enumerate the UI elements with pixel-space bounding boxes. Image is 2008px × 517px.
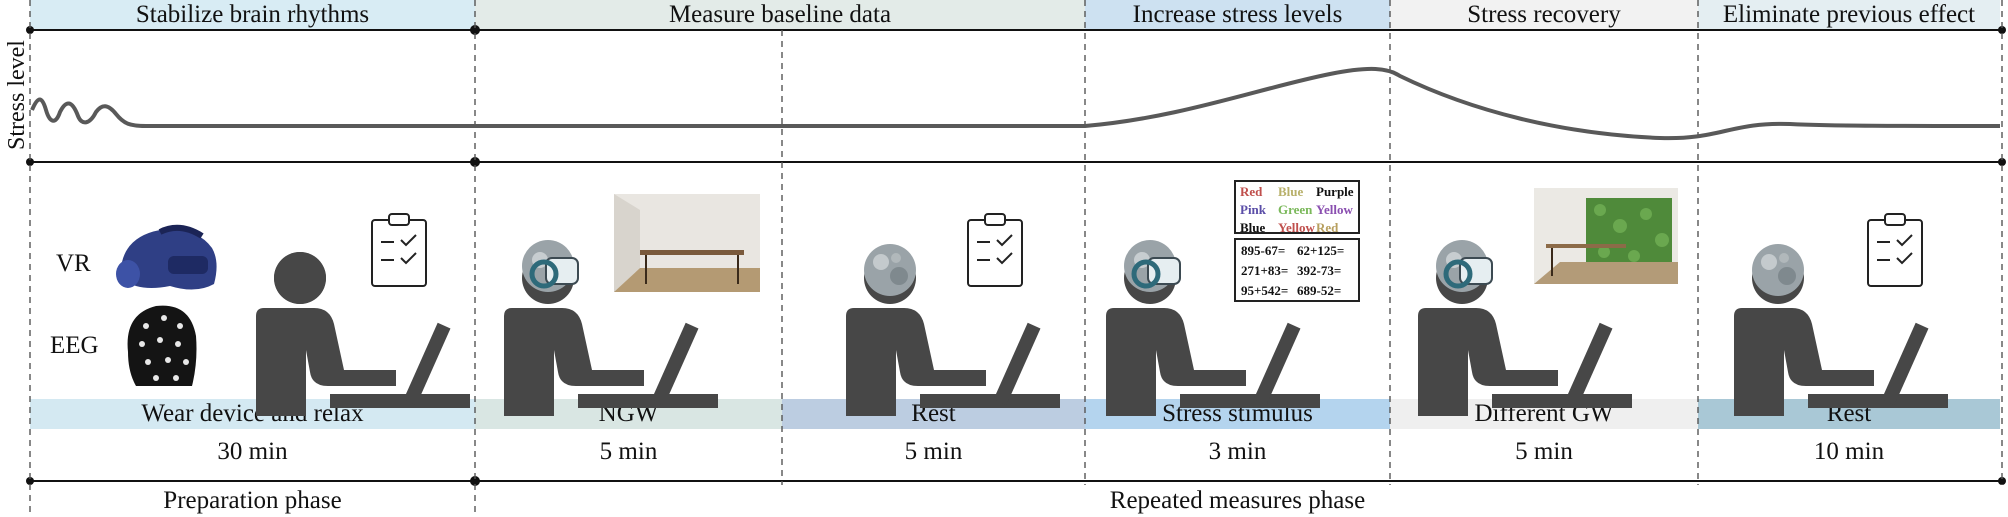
eeg-label: EEG xyxy=(50,332,99,359)
stage-header-baseline: Measure baseline data xyxy=(475,0,1085,30)
math-problem: 895-67= xyxy=(1241,243,1286,258)
ngw-room-image xyxy=(614,194,760,292)
stroop-word: Green xyxy=(1278,202,1313,217)
eeg-cap-image xyxy=(127,305,197,386)
activity-label-relax: Wear device and relax xyxy=(30,399,475,429)
math-problem: 95+542= xyxy=(1241,283,1289,298)
stroop-word: Blue xyxy=(1240,220,1266,235)
math-task-card: 895-67= 62+125= 271+83= 392-73= 95+542= 689… xyxy=(1234,238,1360,302)
stroop-word: Yellow xyxy=(1278,220,1315,235)
clipboard-icon-2 xyxy=(967,213,1023,287)
duration-rest-1: 5 min xyxy=(904,438,963,465)
math-problem: 392-73= xyxy=(1297,263,1342,278)
green-wall-room-image xyxy=(1534,188,1678,284)
stress-curve xyxy=(30,66,2001,141)
stage-header-stabilize: Stabilize brain rhythms xyxy=(30,0,475,30)
math-problem: 689-52= xyxy=(1297,283,1342,298)
activity-label-stress-stimulus: Stress stimulus xyxy=(1085,399,1390,429)
math-problem: 62+125= xyxy=(1297,243,1345,258)
clipboard-icon-3 xyxy=(1867,213,1923,287)
vr-label: VR xyxy=(56,250,91,277)
phase-repeated-measures: Repeated measures phase xyxy=(1109,487,1366,514)
activity-label-ngw: NGW xyxy=(475,399,782,429)
vr-headset-image xyxy=(116,224,217,290)
phase-preparation: Preparation phase xyxy=(163,487,342,514)
person-ngw-icon xyxy=(504,240,718,416)
person-rest-1-icon xyxy=(846,244,1060,416)
duration-rest-2: 10 min xyxy=(1813,438,1885,465)
activity-label-rest-1: Rest xyxy=(782,399,1085,429)
activity-label-different-gw: Different GW xyxy=(1390,399,1698,429)
stroop-word: Pink xyxy=(1240,202,1267,217)
person-rest-2-icon xyxy=(1734,244,1948,416)
person-gw-icon xyxy=(1418,240,1632,416)
stroop-word: Purple xyxy=(1316,184,1354,199)
stage-header-recovery: Stress recovery xyxy=(1390,0,1698,30)
stage-header-eliminate: Eliminate previous effect xyxy=(1698,0,2000,30)
duration-ngw: 5 min xyxy=(599,438,658,465)
stroop-word: Red xyxy=(1240,184,1263,199)
duration-different-gw: 5 min xyxy=(1515,438,1573,465)
y-axis-label: Stress level xyxy=(4,40,30,150)
math-problem: 271+83= xyxy=(1241,263,1289,278)
stage-header-stress: Increase stress levels xyxy=(1085,0,1390,30)
person-relax-icon xyxy=(256,252,470,416)
stroop-word: Yellow xyxy=(1316,202,1353,217)
activity-label-rest-2: Rest xyxy=(1698,399,2000,429)
duration-stress-stimulus: 3 min xyxy=(1208,438,1267,465)
stroop-word: Red xyxy=(1316,220,1339,235)
duration-relax: 30 min xyxy=(217,438,288,465)
clipboard-icon-1 xyxy=(371,213,427,287)
stroop-word: Blue xyxy=(1278,184,1304,199)
